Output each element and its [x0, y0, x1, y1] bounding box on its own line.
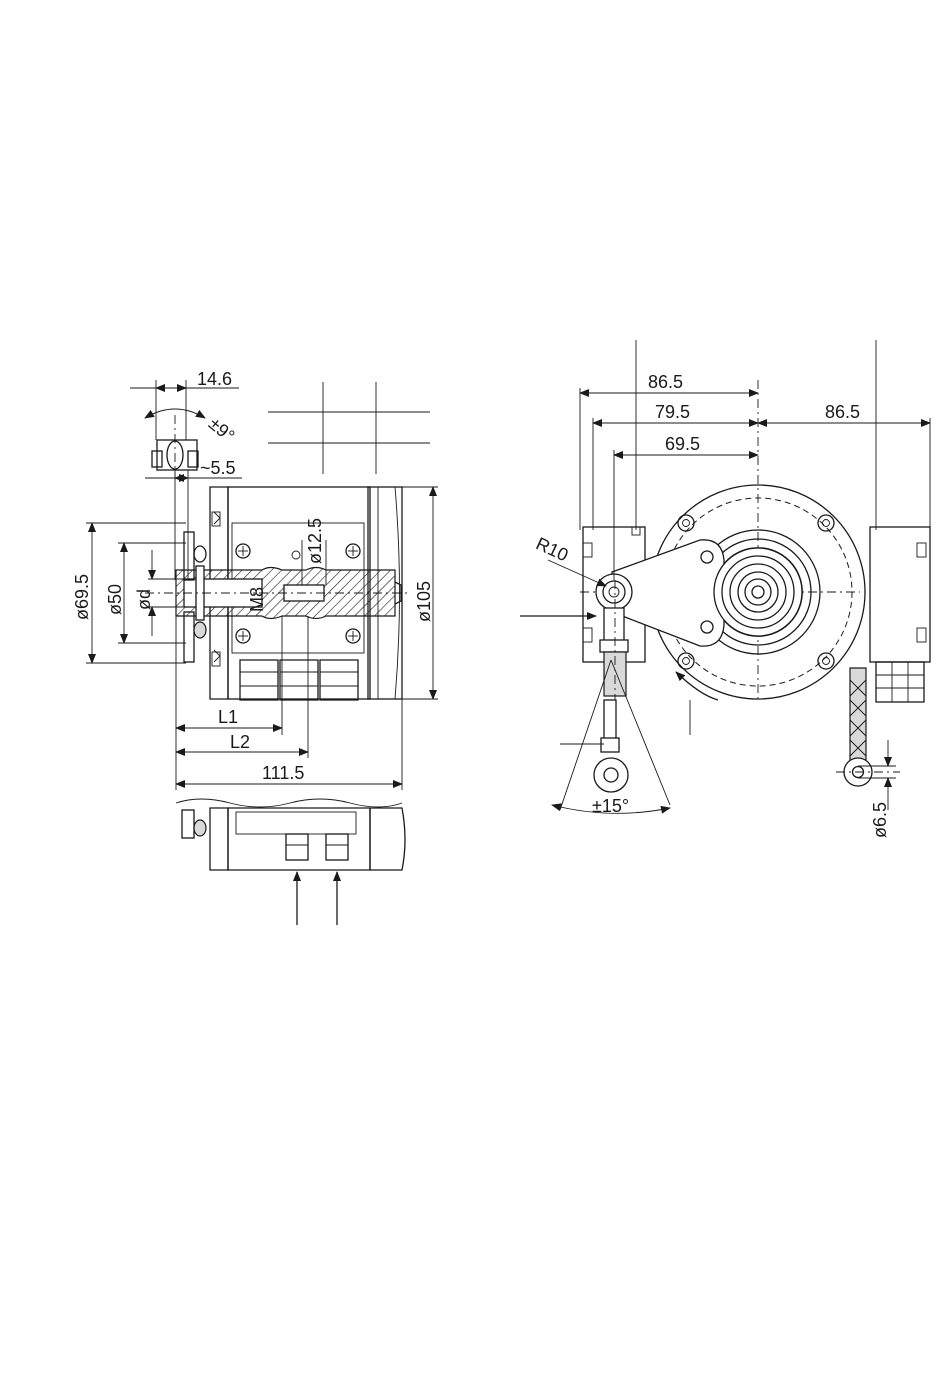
dim-d6-5: ø6.5	[870, 802, 890, 838]
dim-d69-5: ø69.5	[72, 574, 92, 620]
dim-l1: L1	[218, 707, 238, 727]
dim-14-6: 14.6	[197, 369, 232, 389]
connector-icon	[286, 834, 308, 860]
dim-m8: M8	[247, 587, 267, 612]
dim-angle-15: ±15°	[592, 796, 629, 816]
dim-86-5-left: 86.5	[648, 372, 683, 392]
dim-r10: R10	[533, 533, 571, 565]
dim-dd: ød	[134, 589, 154, 610]
dim-d105: ø105	[414, 581, 434, 622]
front-view: ±15° R10 ø6.5 86.5	[520, 340, 930, 838]
dim-d12-5: ø12.5	[305, 518, 325, 564]
dim-d50: ø50	[105, 584, 125, 615]
cable-gland-icon	[876, 662, 924, 702]
dim-angle-9: ±9°	[205, 413, 239, 446]
dim-111-5: 111.5	[262, 763, 304, 783]
connector-icon	[326, 834, 348, 860]
dim-69-5: 69.5	[665, 434, 700, 454]
side-view: 14.6 ±9° ~5.5 ø69.5 ø50 ød M8 ø12.5 ø10	[72, 369, 438, 790]
dim-l2: L2	[230, 732, 250, 752]
dim-79-5: 79.5	[655, 402, 690, 422]
cable-gland-icon	[240, 660, 358, 700]
connector-variant-view	[176, 799, 405, 925]
rotation-arrow-icon	[676, 672, 718, 700]
dim-5-5: ~5.5	[200, 458, 236, 478]
dim-86-5-right: 86.5	[825, 402, 860, 422]
